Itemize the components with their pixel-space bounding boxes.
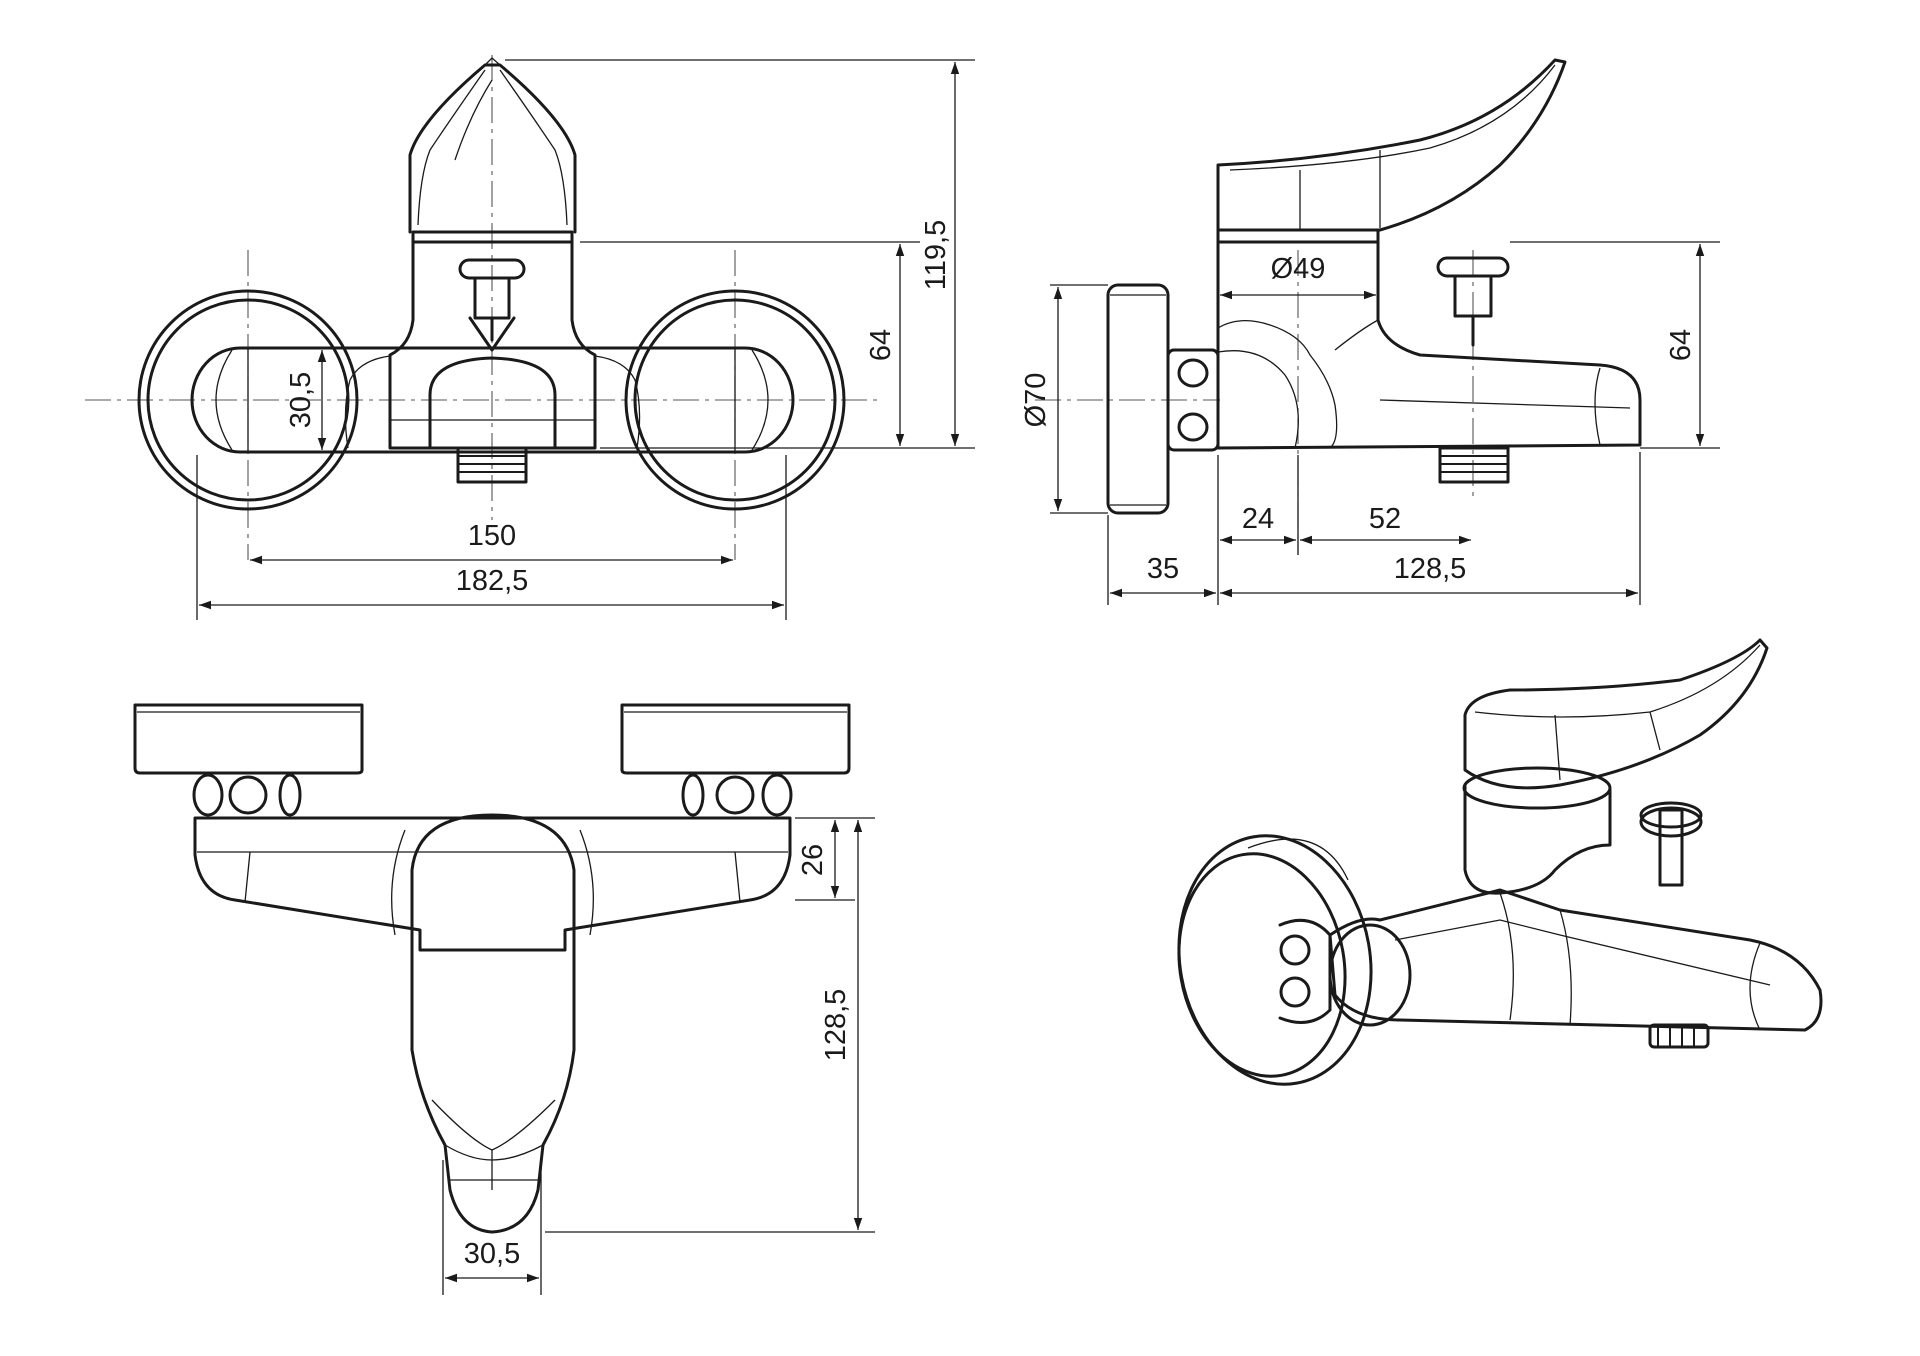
iso-mixer-column <box>1462 766 1612 895</box>
top-body-arms <box>193 816 792 952</box>
front-view: 119,5 64 30,5 150 182,5 <box>85 55 975 620</box>
dim-side-projection: 128,5 <box>1394 553 1467 585</box>
isometric-view <box>1177 638 1823 1086</box>
top-left-connector <box>192 773 302 817</box>
iso-wall-flange <box>1177 834 1373 1086</box>
lever-cap <box>408 57 577 244</box>
top-left-flange <box>133 703 364 775</box>
iso-lever <box>1463 638 1769 790</box>
top-right-connector <box>681 773 793 817</box>
side-view: Ø70 Ø49 64 24 52 35 128,5 <box>1020 58 1720 605</box>
side-wall-flange <box>1106 283 1170 515</box>
iso-connector <box>1278 918 1332 1024</box>
top-right-flange <box>620 703 851 775</box>
dim-side-offset-a: 24 <box>1242 503 1274 535</box>
body-pipe <box>190 346 795 454</box>
iso-outlet-thread <box>1648 1023 1710 1049</box>
left-wall-flange <box>137 289 359 511</box>
dim-overall-width: 182,5 <box>456 565 529 597</box>
outlet-thread <box>456 446 528 484</box>
side-diverter-knob <box>1436 256 1510 347</box>
dim-side-body-height: 64 <box>1665 329 1697 361</box>
top-view: 26 128,5 30,5 <box>133 703 875 1295</box>
dim-top-projection: 128,5 <box>820 989 852 1062</box>
dim-side-offset-b: 52 <box>1369 503 1401 535</box>
dim-top-lever-depth: 26 <box>797 844 829 876</box>
side-lever <box>1216 58 1567 244</box>
dim-body-height: 64 <box>865 329 897 361</box>
dim-top-spout-width: 30,5 <box>464 1238 520 1270</box>
dim-flange-diameter: Ø70 <box>1020 373 1052 428</box>
dim-pipe-height: 30,5 <box>285 372 317 428</box>
mixer-body <box>344 240 641 450</box>
dim-total-height: 119,5 <box>920 220 952 290</box>
iso-body <box>1328 888 1823 1032</box>
iso-diverter-knob <box>1639 801 1703 887</box>
top-lever <box>410 813 576 1234</box>
dim-body-diameter: Ø49 <box>1271 253 1326 285</box>
dim-centers: 150 <box>468 520 516 552</box>
dim-flange-depth: 35 <box>1147 553 1179 585</box>
side-body <box>1216 240 1642 450</box>
right-wall-flange <box>624 289 846 511</box>
diverter-knob <box>458 258 526 352</box>
side-outlet-thread <box>1438 446 1510 484</box>
